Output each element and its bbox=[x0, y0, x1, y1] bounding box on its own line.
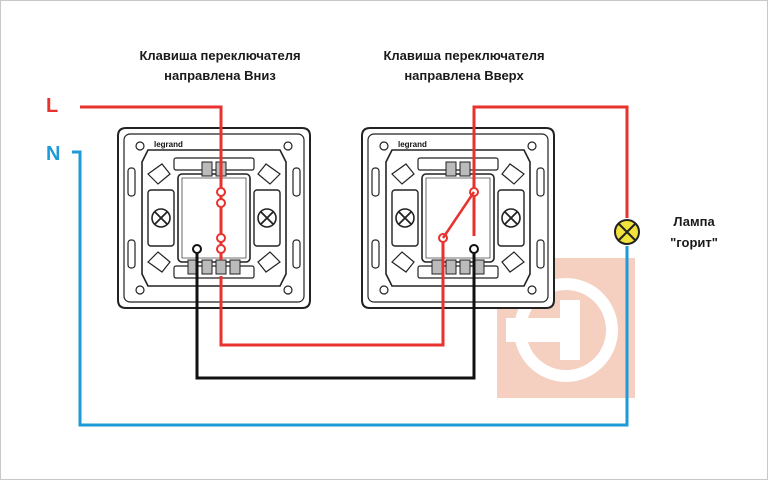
caption-right-line2: направлена Вверх bbox=[404, 68, 524, 83]
neutral-wire bbox=[72, 150, 629, 427]
phase-wire bbox=[80, 105, 629, 347]
traveller-wire bbox=[195, 253, 476, 380]
brand-left: legrand bbox=[154, 140, 183, 149]
lamp-icon bbox=[614, 219, 640, 245]
lamp-label-line2: "горит" bbox=[670, 235, 718, 250]
brand-right: legrand bbox=[398, 140, 427, 149]
switch-left: legrand bbox=[117, 127, 311, 309]
phase-label: L bbox=[46, 95, 58, 117]
caption-right-line1: Клавиша переключателя bbox=[383, 48, 544, 63]
neutral-label: N bbox=[46, 143, 60, 165]
contacts-left bbox=[192, 187, 226, 254]
caption-left-line2: направлена Вниз bbox=[164, 68, 276, 83]
lamp-label-line1: Лампа bbox=[673, 214, 715, 229]
caption-left-line1: Клавиша переключателя bbox=[139, 48, 300, 63]
switch-right: legrand bbox=[361, 127, 555, 309]
contacts-right bbox=[438, 187, 479, 254]
